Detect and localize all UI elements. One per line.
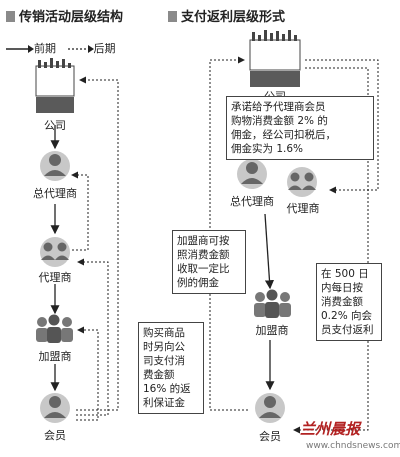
left-title-text: 传销活动层级结构 [19,10,124,25]
left-node-agent: 代理商 [38,271,72,284]
note-franchise-fee: 加盟商可按 照消费金额 收取一定比 例的佣金 [172,230,246,294]
note-franchise-fee-line: 照消费金额 [177,249,230,261]
note-franchise-fee-line: 例的佣金 [177,277,219,289]
note-commission: 承诺给予代理商会员 购物消费金额 2% 的 佣金，经公司扣税后， 佣金实为 1.… [226,96,374,160]
left-node-franchisee: 加盟商 [38,350,72,363]
note-deposit-line: 利保证金 [143,397,185,409]
legend-early-label: 前期 [34,42,56,55]
title-marker-icon [168,11,177,22]
left-member-person-icon [40,393,70,423]
left-franchisee-people-icon [36,314,73,343]
note-commission-line: 佣金实为 1.6% [231,143,304,155]
note-daily-rebate-line: 0.2% 向会 [321,310,373,322]
left-agent-people-icon [40,237,70,267]
note-deposit-line: 16% 的返 [143,383,191,395]
left-company-building-icon [35,58,75,113]
note-deposit: 购买商品 时另向公 司支付消 费金额 16% 的返 利保证金 [138,322,204,414]
note-deposit-line: 司支付消 [143,355,185,367]
note-commission-line: 佣金，经公司扣税后， [231,129,336,141]
note-franchise-fee-line: 加盟商可按 [177,235,230,247]
right-node-franchisee: 加盟商 [255,324,289,337]
right-franchisee-people-icon [254,289,291,318]
note-commission-line: 购物消费金额 2% 的 [231,115,328,127]
note-daily-rebate-line: 员支付返利 [321,324,374,336]
note-commission-line: 承诺给予代理商会员 [231,101,326,113]
legend-solid-arrow-icon [6,43,34,56]
note-daily-rebate-line: 内每日按 [321,282,363,294]
right-title-text: 支付返利层级形式 [181,10,286,25]
note-franchise-fee-line: 收取一定比 [177,263,230,275]
note-daily-rebate-line: 在 500 日 [321,268,369,280]
right-agent-people-icon [287,167,317,197]
legend-dashed-arrow-icon [67,43,94,56]
note-deposit-line: 购买商品 [143,327,185,339]
right-node-member: 会员 [259,430,281,443]
right-general-agent-person-icon [237,159,267,189]
website-watermark: www.chndsnews.com [306,441,400,451]
left-node-member: 会员 [44,429,66,442]
note-daily-rebate-line: 消费金额 [321,296,363,308]
title-marker-icon [6,11,15,22]
left-node-general-agent: 总代理商 [33,187,77,200]
note-deposit-line: 费金额 [143,369,175,381]
left-general-agent-person-icon [40,151,70,181]
left-dashed-loops [71,76,119,421]
right-title: 支付返利层级形式 [168,6,285,25]
right-arrow-agents-to-franchisee [264,213,275,290]
note-daily-rebate: 在 500 日 内每日按 消费金额 0.2% 向会 员支付返利 [316,263,382,341]
note-deposit-line: 时另向公 [143,341,185,353]
left-title: 传销活动层级结构 [6,6,123,25]
right-node-agent: 代理商 [286,202,320,215]
legend-late-label: 后期 [93,42,116,55]
left-node-company: 公司 [44,119,66,132]
legend: 前期 后期 [6,40,116,56]
right-company-building-icon [249,30,301,87]
right-member-person-icon [255,393,285,423]
newspaper-logo-watermark: 兰州晨报 [300,420,361,438]
right-node-general-agent: 总代理商 [230,195,274,208]
